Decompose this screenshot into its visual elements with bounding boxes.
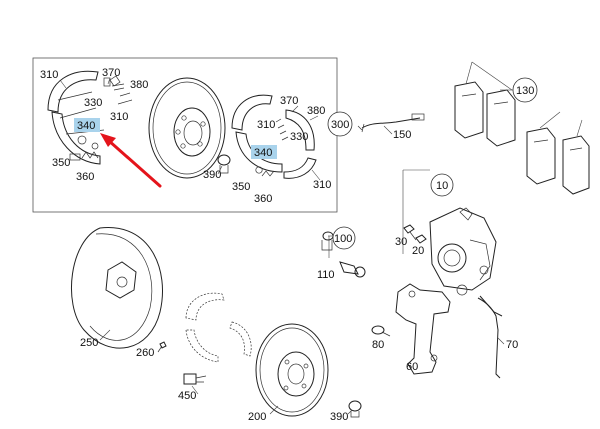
label-310-c: 310 (257, 119, 275, 131)
label-360-a: 360 (76, 171, 94, 183)
bolt-390-lower (348, 400, 362, 418)
brake-pad-set (454, 61, 590, 195)
callout-label-10: 10 (436, 180, 448, 192)
red-pointer-arrow (100, 133, 162, 188)
callout-10: 10 (430, 173, 454, 197)
label-330-b: 330 (290, 131, 308, 143)
label-380-b: 380 (307, 105, 325, 117)
highlight-340-right (251, 145, 277, 159)
wear-sensor-150 (357, 113, 425, 133)
label-350-b: 350 (232, 181, 250, 193)
backing-plate-250 (71, 227, 163, 349)
caliper-assembly (402, 169, 497, 296)
label-30: 30 (395, 236, 407, 248)
label-360-b: 360 (254, 193, 272, 205)
label-60: 60 (406, 361, 418, 373)
label-200: 200 (248, 411, 266, 423)
parking-shoes-lower (185, 292, 252, 363)
label-340-a: 340 (77, 120, 95, 132)
label-310-d: 310 (313, 179, 331, 191)
highlight-340-left (74, 118, 100, 132)
callout-130: 130 (512, 77, 538, 103)
callout-300: 300 (327, 111, 353, 137)
brake-disc-upper (148, 77, 226, 179)
brake-disc-lower (255, 323, 329, 417)
actuator-450 (183, 373, 207, 385)
callout-100: 100 (332, 226, 356, 250)
label-370-b: 370 (280, 95, 298, 107)
label-310-a: 310 (40, 69, 58, 81)
guide-pin-set (321, 231, 366, 278)
bolt-80 (371, 325, 391, 337)
label-70: 70 (506, 339, 518, 351)
label-380-a: 380 (130, 79, 148, 91)
right-brake-shoe-set (231, 94, 317, 179)
screw-260 (157, 341, 167, 353)
label-110: 110 (317, 269, 335, 281)
label-390-a: 390 (203, 169, 221, 181)
label-20: 20 (412, 245, 424, 257)
label-310-b: 310 (110, 111, 128, 123)
label-390-b: 390 (330, 411, 348, 423)
caliper-bracket-60 (395, 283, 451, 375)
label-250: 250 (80, 337, 98, 349)
label-260: 260 (136, 347, 154, 359)
bolts-30-20 (403, 224, 427, 244)
label-330-a: 330 (84, 97, 102, 109)
label-80: 80 (372, 339, 384, 351)
left-brake-shoe-set (47, 70, 133, 165)
label-150: 150 (393, 129, 411, 141)
label-450: 450 (178, 390, 196, 402)
label-350-a: 350 (52, 157, 70, 169)
label-340-b: 340 (254, 147, 272, 159)
leader-lines (59, 77, 505, 415)
callout-label-130: 130 (516, 85, 534, 97)
bolt-390-upper (217, 154, 231, 174)
callout-label-100: 100 (334, 233, 352, 245)
left-hardware (69, 77, 125, 161)
label-370-a: 370 (102, 67, 120, 79)
spring-clip-70 (477, 295, 503, 379)
callout-label-300: 300 (331, 119, 349, 131)
